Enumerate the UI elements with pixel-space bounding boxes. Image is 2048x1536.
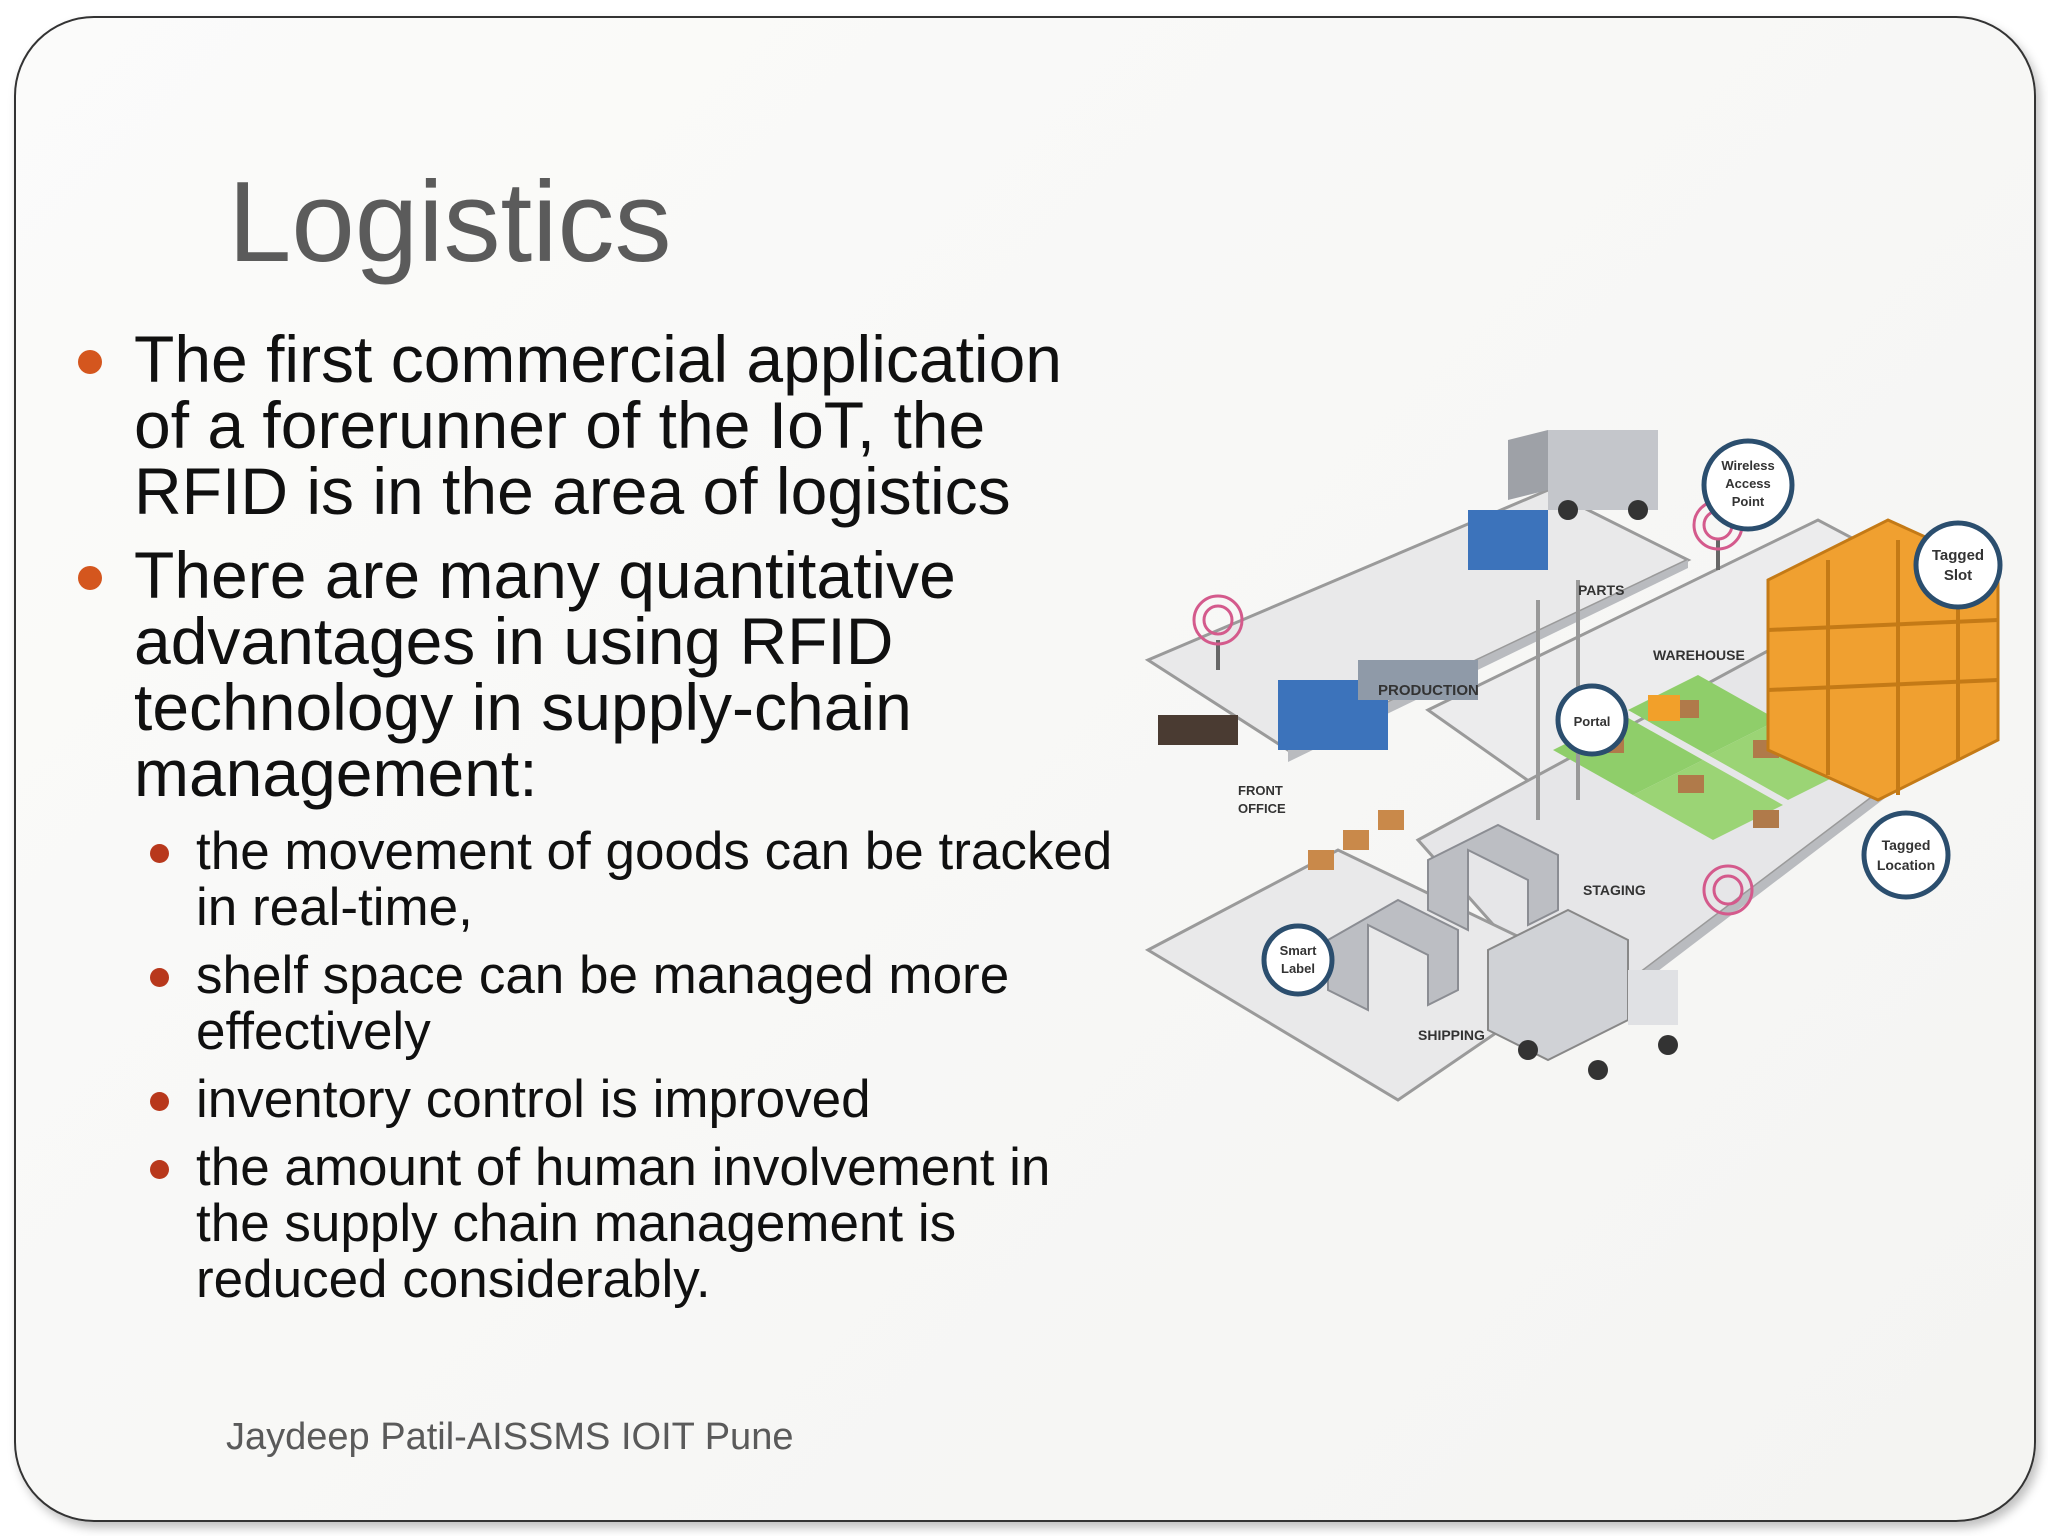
svg-text:Tagged: Tagged bbox=[1882, 837, 1931, 853]
svg-text:Label: Label bbox=[1281, 961, 1315, 976]
sub-bullet-list: the movement of goods can be tracked in … bbox=[70, 824, 1130, 1308]
label-parts: PARTS bbox=[1578, 582, 1624, 598]
sub-bullet-item: shelf space can be managed more effectiv… bbox=[70, 948, 1130, 1060]
sub-bullet-text: the amount of human involvement in the s… bbox=[196, 1138, 1051, 1309]
front-office-desk bbox=[1158, 715, 1238, 745]
forklift bbox=[1648, 695, 1680, 721]
truck-top bbox=[1508, 430, 1658, 520]
label-front-office: FRONT bbox=[1238, 783, 1283, 798]
sub-bullet-text: inventory control is improved bbox=[196, 1070, 871, 1129]
bullet-text: The first commercial application of a fo… bbox=[134, 322, 1062, 528]
rfid-supply-chain-illustration: Wireless Access Point Tagged Slot Portal… bbox=[1128, 410, 2020, 1120]
callout-portal: Portal bbox=[1555, 683, 1629, 757]
slide-title: Logistics bbox=[228, 159, 672, 286]
svg-text:Wireless: Wireless bbox=[1721, 458, 1774, 473]
svg-text:Location: Location bbox=[1877, 857, 1935, 873]
sub-bullet-text: shelf space can be managed more effectiv… bbox=[196, 946, 1010, 1061]
sub-bullet-item: the amount of human involvement in the s… bbox=[70, 1140, 1130, 1308]
slide-footer: Jaydeep Patil-AISSMS IOIT Pune bbox=[226, 1416, 794, 1458]
sub-bullet-dot-icon bbox=[150, 968, 169, 987]
rf-signal-icon bbox=[1702, 864, 1754, 916]
bullet-dot-icon bbox=[78, 350, 102, 374]
label-staging: STAGING bbox=[1583, 882, 1646, 898]
svg-text:Slot: Slot bbox=[1944, 567, 1972, 584]
truck-bottom bbox=[1487, 908, 1678, 1080]
svg-text:Smart: Smart bbox=[1280, 943, 1318, 958]
svg-text:Access: Access bbox=[1725, 476, 1771, 491]
label-warehouse: WAREHOUSE bbox=[1653, 647, 1745, 663]
label-shipping: SHIPPING bbox=[1418, 1027, 1485, 1043]
label-front-office: OFFICE bbox=[1238, 801, 1286, 816]
sub-bullet-text: the movement of goods can be tracked in … bbox=[196, 822, 1113, 937]
callout-wireless-access-point: Wireless Access Point bbox=[1701, 438, 1795, 532]
svg-text:Point: Point bbox=[1732, 494, 1765, 509]
sub-bullet-item: inventory control is improved bbox=[70, 1072, 1130, 1128]
sub-bullet-dot-icon bbox=[150, 1160, 169, 1179]
bullet-item: There are many quantitative advantages i… bbox=[70, 542, 1130, 806]
shipping-gates bbox=[1327, 823, 1559, 1012]
sub-bullet-item: the movement of goods can be tracked in … bbox=[70, 824, 1130, 936]
callout-tagged-location: Tagged Location bbox=[1861, 810, 1951, 900]
svg-text:Tagged: Tagged bbox=[1932, 547, 1984, 564]
rf-signal-icon bbox=[1192, 594, 1244, 646]
label-production: PRODUCTION bbox=[1378, 682, 1479, 699]
machine-parts bbox=[1468, 510, 1548, 570]
sub-bullet-dot-icon bbox=[150, 844, 169, 863]
sub-bullet-dot-icon bbox=[150, 1092, 169, 1111]
wall-divider bbox=[1578, 740, 1948, 1032]
bullet-text: There are many quantitative advantages i… bbox=[134, 538, 956, 810]
bullet-item: The first commercial application of a fo… bbox=[70, 326, 1130, 524]
bullet-dot-icon bbox=[78, 566, 102, 590]
callout-smart-label: Smart Label bbox=[1261, 923, 1335, 997]
svg-text:Portal: Portal bbox=[1574, 714, 1611, 729]
slide-content: The first commercial application of a fo… bbox=[70, 326, 1130, 1320]
callout-tagged-slot: Tagged Slot bbox=[1913, 520, 2003, 610]
